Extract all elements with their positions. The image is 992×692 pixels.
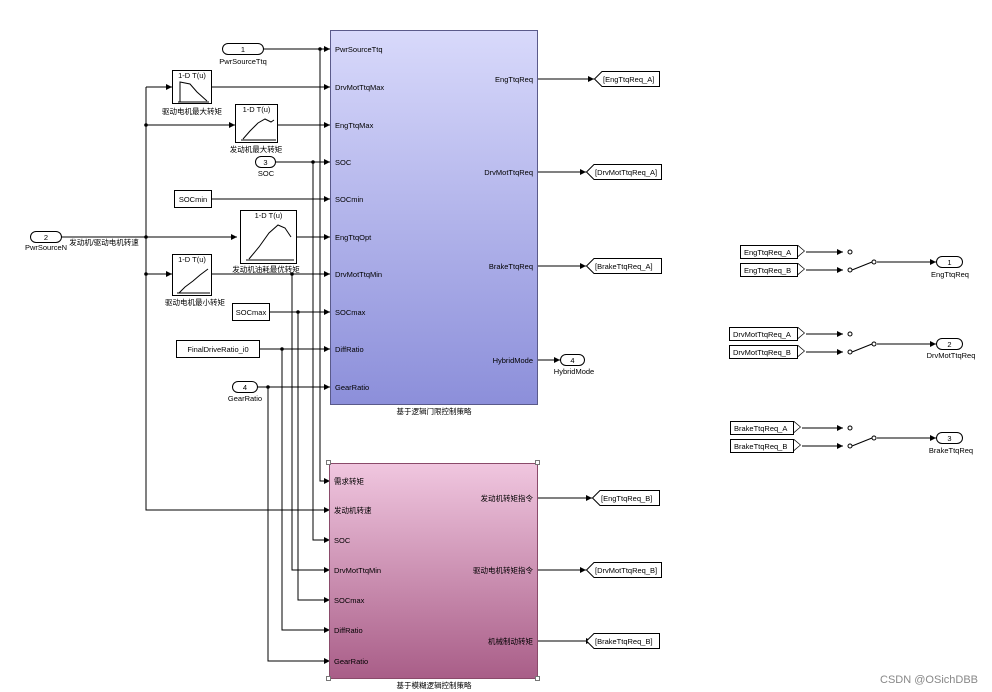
port-out-motor-torque-cmd: 驱动电机转矩指令 [473,566,533,575]
port-out-hybridmode: HybridMode [492,356,533,365]
port-in-engttqmax: EngTtqMax [335,121,374,130]
outport-4-label: HybridMode [553,367,595,376]
lookup-table-motor-min-torque[interactable]: 1-D T(u) [172,254,212,296]
logic-threshold-subsystem[interactable]: PwrSourceTtq DrvMotTtqMax EngTtqMax SOC … [330,30,538,405]
selection-handle[interactable] [326,460,331,465]
lookup-1-caption: 驱动电机最大转矩 [162,107,222,116]
port-in-drvmotttqmin: DrvMotTtqMin [334,566,382,575]
from-drvmotttqreq-b[interactable]: DrvMotTtqReq_B [729,345,805,359]
fuzzy-logic-subsystem[interactable]: 需求转矩 发动机转速 SOC DrvMotTtqMin SOCmax DiffR… [329,463,538,679]
port-in-engttqopt: EngTtqOpt [335,233,372,242]
curve-icon [246,224,294,261]
inport-1[interactable]: 1 [222,43,264,55]
inport-4[interactable]: 4 [232,381,258,393]
selection-handle[interactable] [535,460,540,465]
goto-engttqreq-a[interactable]: [EngTtqReq_A] [594,71,660,87]
selection-handle[interactable] [326,676,331,681]
fuzzy-subsystem-caption: 基于模糊逻辑控制策略 [396,681,472,690]
outport-4[interactable]: 4 [560,354,585,366]
lookup-4-caption: 驱动电机最小转矩 [165,298,225,307]
curve-icon [241,118,276,141]
goto-brakettqreq-a[interactable]: [BrakeTtqReq_A] [586,258,662,274]
outport-3[interactable]: 3 [936,432,963,444]
port-in-socmax: SOCmax [335,308,366,317]
lookup-table-engine-max-torque[interactable]: 1-D T(u) [235,104,278,143]
port-in-socmax: SOCmax [334,596,365,605]
inport-3-label: SOC [257,169,275,178]
port-in-engine-speed: 发动机转速 [334,506,372,515]
port-out-brakettqreq: BrakeTtqReq [488,262,533,271]
goto-brakettqreq-b[interactable]: [BrakeTtqReq_B] [586,633,660,649]
port-in-diffratio: DiffRatio [334,626,363,635]
constant-finaldriveratio[interactable]: FinalDriveRatio_i0 [176,340,260,358]
constant-socmin[interactable]: SOCmin [174,190,212,208]
watermark: CSDN @OSichDBB [880,674,978,686]
lookup-2-caption: 发动机最大转矩 [229,145,283,154]
outport-3-label: BrakeTtqReq [928,446,974,455]
lookup-table-engine-optimal-torque[interactable]: 1-D T(u) [240,210,297,264]
port-in-drvmotttqmax: DrvMotTtqMax [335,83,385,92]
goto-drvmotttqreq-b[interactable]: [DrvMotTtqReq_B] [586,562,662,578]
constant-socmax[interactable]: SOCmax [232,303,270,321]
outport-1[interactable]: 1 [936,256,963,268]
lookup-table-motor-max-torque[interactable]: 1-D T(u) [172,70,212,104]
port-in-drvmotttqmin: DrvMotTtqMin [335,270,383,279]
port-out-engine-torque-cmd: 发动机转矩指令 [480,494,534,503]
port-out-brake-torque: 机械制动转矩 [488,637,533,646]
port-in-socmin: SOCmin [335,195,364,204]
port-in-diffratio: DiffRatio [335,345,364,354]
outport-2-label: DrvMotTtqReq [926,351,976,360]
goto-drvmotttqreq-a[interactable]: [DrvMotTtqReq_A] [586,164,662,180]
outport-2[interactable]: 2 [936,338,963,350]
selection-handle[interactable] [535,676,540,681]
port-in-soc: SOC [335,158,352,167]
inport-2[interactable]: 2 [30,231,62,243]
port-out-drvmotttqreq: DrvMotTtqReq [484,168,533,177]
inport-2-label: PwrSourceN [24,243,68,252]
port-in-demand-torque: 需求转矩 [334,477,364,486]
from-engttqreq-a[interactable]: EngTtqReq_A [740,245,805,259]
inport-1-label: PwrSourceTtq [219,57,267,66]
goto-engttqreq-b[interactable]: [EngTtqReq_B] [592,490,660,506]
from-engttqreq-b[interactable]: EngTtqReq_B [740,263,805,277]
port-in-pwrsourcettq: PwrSourceTtq [335,45,383,54]
lookup-3-caption: 发动机油耗最优转矩 [232,265,300,274]
curve-icon [177,268,210,294]
from-brakettqreq-a[interactable]: BrakeTtqReq_A [730,421,801,435]
port-in-soc: SOC [334,536,351,545]
speed-signal-label: 发动机/驱动电机转速 [69,238,139,247]
curve-icon [178,81,209,103]
outport-1-label: EngTtqReq [931,270,969,279]
inport-3[interactable]: 3 [255,156,276,168]
port-out-engttqreq: EngTtqReq [495,75,533,84]
from-brakettqreq-b[interactable]: BrakeTtqReq_B [730,439,801,453]
logic-subsystem-caption: 基于逻辑门限控制策略 [396,407,472,416]
port-in-gearratio: GearRatio [334,657,369,666]
inport-4-label: GearRatio [227,394,263,403]
port-in-gearratio: GearRatio [335,383,370,392]
from-drvmotttqreq-a[interactable]: DrvMotTtqReq_A [729,327,805,341]
